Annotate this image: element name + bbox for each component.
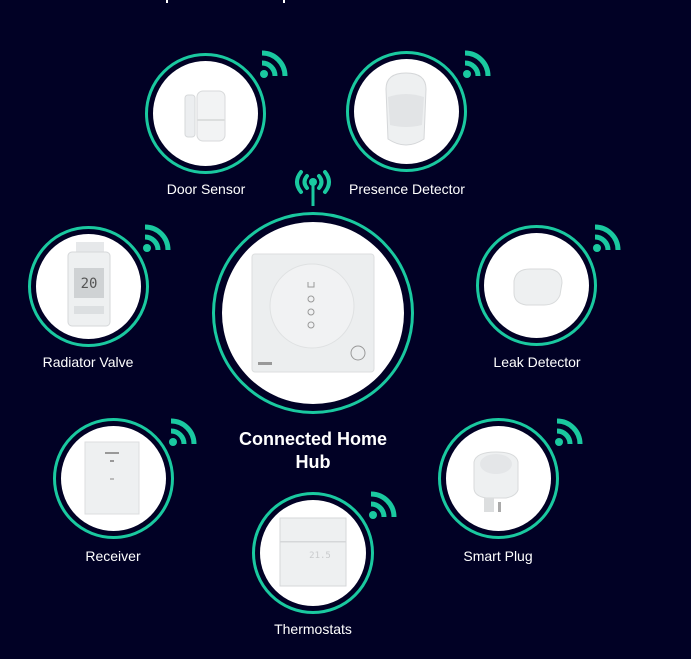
wifi-icon: [461, 50, 491, 80]
device-label: Leak Detector: [493, 354, 581, 370]
device-ring: [252, 492, 374, 614]
device-ring: [145, 53, 266, 174]
receiver-image: [84, 441, 140, 515]
device-ring: [53, 418, 174, 539]
top-edge-mark: [166, 0, 168, 3]
leak-detector-image: [513, 268, 563, 306]
device-disc: [484, 233, 589, 338]
device-label: Radiator Valve: [42, 354, 134, 370]
device-ring: [476, 225, 597, 346]
hub-label-line2: Hub: [295, 452, 331, 472]
wifi-icon: [141, 224, 171, 254]
wifi-icon: [258, 50, 288, 80]
top-edge-mark: [283, 0, 285, 3]
device-label: Smart Plug: [463, 548, 533, 564]
hub-image: [251, 253, 375, 373]
wifi-icon: [591, 224, 621, 254]
thermostat-image: 21.5: [279, 517, 347, 587]
device-disc: 21.5: [260, 500, 366, 606]
hub-ring: [212, 212, 414, 414]
device-ring: [346, 51, 467, 172]
wifi-icon: [367, 491, 397, 521]
svg-text:21.5: 21.5: [309, 551, 331, 561]
device-disc: [61, 426, 166, 531]
wifi-icon: [167, 418, 197, 448]
device-ring: [438, 418, 559, 539]
smart-plug-image: [473, 451, 519, 512]
device-label: Receiver: [85, 548, 141, 564]
device-ring: [28, 226, 149, 347]
antenna-icon: [295, 170, 331, 206]
hub-label-line1: Connected Home: [238, 429, 388, 449]
device-disc: 20: [36, 234, 141, 339]
device-disc: [354, 59, 459, 164]
hub-label: Connected Home Hub: [213, 428, 413, 474]
device-label: Door Sensor: [166, 181, 246, 197]
svg-text:20: 20: [81, 276, 98, 292]
presence-detector-image: [385, 72, 427, 146]
hub-disc: [222, 222, 404, 404]
device-disc: [446, 426, 551, 531]
wifi-icon: [553, 418, 583, 448]
device-label: Presence Detector: [349, 181, 465, 197]
device-label: Thermostats: [274, 621, 352, 637]
door-sensor-image: [184, 90, 226, 142]
radiator-valve-image: 20: [67, 242, 111, 327]
device-disc: [153, 61, 258, 166]
